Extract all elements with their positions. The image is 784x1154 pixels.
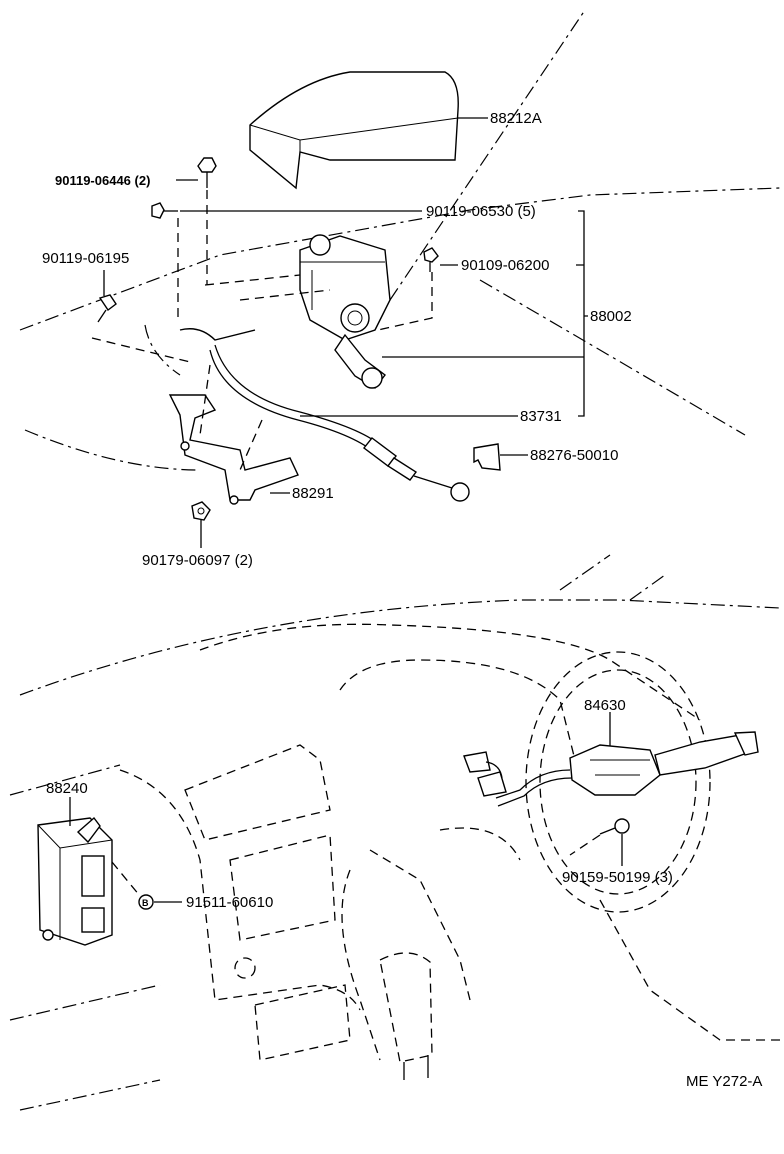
bolt-90109-06200 bbox=[423, 247, 439, 272]
dash-outline-left bbox=[9, 764, 121, 796]
body-outline-diagonal bbox=[389, 9, 586, 301]
dash-outline-top bbox=[19, 599, 781, 696]
callout-b-letter: B bbox=[142, 898, 149, 908]
bracket-88291 bbox=[168, 394, 299, 505]
diagram-code: ME Y272-A bbox=[686, 1073, 762, 1090]
control-unit-88240 bbox=[37, 816, 113, 946]
install-line-f bbox=[91, 337, 191, 363]
label-90109-06200: 90109-06200 bbox=[461, 257, 549, 274]
body-outline-lower-left bbox=[24, 429, 201, 471]
label-88276-50010: 88276-50010 bbox=[530, 447, 618, 464]
body-outline-curve bbox=[144, 324, 181, 376]
bolt-90119-06446 bbox=[197, 157, 217, 188]
install-line-lower-a bbox=[111, 861, 141, 897]
callout-b-marker bbox=[138, 894, 154, 910]
install-line-g bbox=[199, 364, 211, 436]
label-84630: 84630 bbox=[584, 697, 626, 714]
label-91511-60610: 91511-60610 bbox=[186, 894, 273, 911]
dash-outline-diag-2 bbox=[629, 574, 666, 601]
label-88291: 88291 bbox=[292, 485, 334, 502]
dash-outline-diag-1 bbox=[559, 554, 611, 591]
install-line-h bbox=[239, 419, 263, 471]
bolt-90119-06530 bbox=[151, 202, 178, 219]
label-90119-06195: 90119-06195 bbox=[42, 250, 129, 267]
label-83731: 83731 bbox=[520, 408, 562, 425]
label-88212a: 88212A bbox=[490, 110, 542, 127]
install-line-e bbox=[377, 272, 433, 331]
label-90119-06530: 90119-06530 (5) bbox=[426, 203, 536, 220]
label-88240: 88240 bbox=[46, 780, 88, 797]
bolt-90119-06195 bbox=[97, 294, 117, 323]
leader-88002-bracket bbox=[382, 210, 588, 417]
shift-lever bbox=[379, 952, 433, 1080]
clip-88276-50010 bbox=[473, 443, 501, 471]
label-90119-06446: 90119-06446 (2) bbox=[55, 173, 150, 188]
nut-90179-06097 bbox=[191, 501, 211, 521]
body-outline-upper bbox=[19, 187, 781, 331]
cover-88212a bbox=[249, 71, 459, 190]
label-90179-06097: 90179-06097 (2) bbox=[142, 552, 253, 569]
switch-assembly-84630 bbox=[463, 731, 759, 807]
steering-wheel bbox=[525, 651, 711, 913]
dashboard-panel bbox=[119, 623, 780, 1061]
install-line-lower-b bbox=[569, 834, 601, 856]
dash-outline-left-low bbox=[9, 984, 161, 1021]
dash-outline-bottom bbox=[19, 1079, 161, 1111]
label-90159-50199: 90159-50199 (3) bbox=[562, 869, 673, 886]
install-line-d bbox=[239, 289, 331, 301]
screw-90159-50199 bbox=[599, 818, 630, 835]
actuator-assembly-88002 bbox=[299, 234, 391, 389]
body-outline-lower-right bbox=[479, 279, 746, 436]
cable-83731 bbox=[179, 328, 470, 502]
label-88002: 88002 bbox=[590, 308, 632, 325]
install-line-c bbox=[204, 274, 301, 286]
